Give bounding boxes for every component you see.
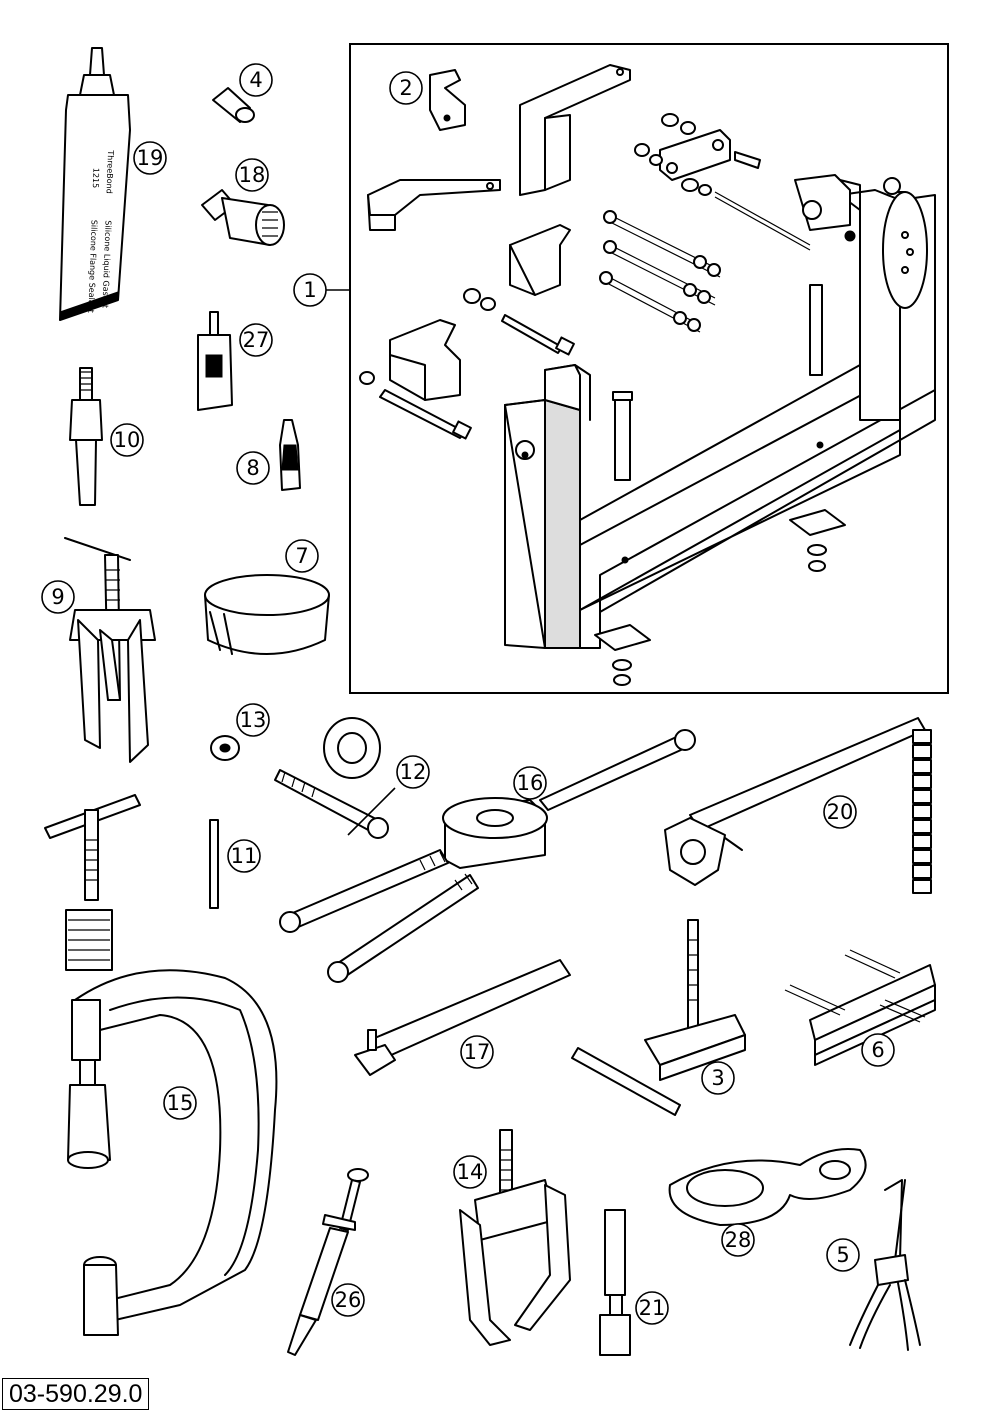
svg-text:28: 28: [725, 1228, 752, 1252]
svg-text:2: 2: [399, 76, 412, 100]
tube-number-text: 1215: [91, 168, 101, 189]
clamp-press-item-15: [44, 794, 278, 1336]
svg-text:8: 8: [246, 456, 259, 480]
callout-5: 5: [826, 1238, 860, 1272]
callout-4: 4: [239, 63, 273, 97]
svg-text:20: 20: [827, 800, 854, 824]
pliers-item-5: [849, 1179, 921, 1351]
punch-item-21: [599, 1209, 631, 1356]
svg-text:1: 1: [303, 278, 316, 302]
callout-13: 13: [236, 703, 270, 737]
sealant-tube: ThreeBond 1215 Silicone Liquid Gasket Si…: [59, 47, 131, 321]
spanner-item-17: [354, 959, 571, 1076]
oil-bottle-item-27: [197, 311, 233, 411]
callout-3: 3: [701, 1061, 735, 1095]
callout-16: 16: [513, 766, 547, 800]
svg-text:21: 21: [639, 1296, 666, 1320]
callout-21: 21: [635, 1291, 669, 1325]
svg-text:11: 11: [231, 844, 258, 868]
svg-text:14: 14: [457, 1160, 484, 1184]
svg-text:10: 10: [114, 428, 141, 452]
callout-8: 8: [236, 451, 270, 485]
svg-text:3: 3: [711, 1066, 724, 1090]
syringe-item-26: [287, 1168, 369, 1356]
puller-item-9: [64, 537, 156, 763]
clamp-ring-item-7: [204, 574, 330, 655]
callout-20: 20: [823, 795, 857, 829]
pin-item-11: [209, 819, 219, 909]
chain-wrench-item-20: [664, 717, 932, 894]
callout-19: 19: [133, 141, 167, 175]
svg-text:9: 9: [51, 585, 64, 609]
chain: [912, 729, 932, 894]
callout-17: 17: [460, 1035, 494, 1069]
svg-text:16: 16: [517, 771, 544, 795]
tube-line2-text: Silicone Flange Sealant: [86, 220, 98, 313]
svg-text:4: 4: [249, 68, 262, 92]
engine-stand-frame: [349, 43, 949, 694]
ring-wrench-item-28: [668, 1148, 867, 1226]
tool-item-6: [784, 949, 936, 1066]
extractor-item-18: [201, 189, 285, 246]
tool-item-3: [571, 919, 746, 1116]
callout-26: 26: [331, 1283, 365, 1317]
svg-text:15: 15: [167, 1091, 194, 1115]
svg-text:7: 7: [295, 544, 308, 568]
callout-28: 28: [721, 1223, 755, 1257]
svg-text:27: 27: [243, 328, 270, 352]
small-tube-item-8: [279, 419, 301, 491]
callout-7: 7: [285, 539, 319, 573]
tube-brand-text: ThreeBond: [105, 149, 116, 194]
callout-10: 10: [110, 423, 144, 457]
holder-item-16: [279, 729, 696, 983]
callout-27: 27: [239, 323, 273, 357]
engine-stand: [359, 64, 936, 686]
nut-item-13: [210, 735, 240, 761]
svg-text:5: 5: [836, 1243, 849, 1267]
callout-11: 11: [227, 839, 261, 873]
callout-18: 18: [235, 158, 269, 192]
drawing-reference-number: 03-590.29.0: [2, 1378, 150, 1410]
callout-1: 1: [293, 273, 327, 307]
callout-9: 9: [41, 580, 75, 614]
puller-item-14: [459, 1129, 571, 1346]
callout-14: 14: [453, 1155, 487, 1189]
svg-text:26: 26: [335, 1288, 362, 1312]
svg-text:19: 19: [137, 146, 164, 170]
svg-text:12: 12: [400, 760, 427, 784]
callout-6: 6: [861, 1033, 895, 1067]
callout-2: 2: [389, 71, 423, 105]
puller-item-10: [69, 367, 103, 506]
callout-15: 15: [163, 1086, 197, 1120]
callout-12: 12: [396, 755, 430, 789]
svg-text:6: 6: [871, 1038, 884, 1062]
svg-text:18: 18: [239, 163, 266, 187]
svg-text:17: 17: [464, 1040, 491, 1064]
bolt-disk-item-12: [274, 717, 389, 839]
svg-text:13: 13: [240, 708, 267, 732]
tube-line1-text: Silicone Liquid Gasket: [101, 220, 113, 308]
plug-item-4: [212, 87, 255, 123]
